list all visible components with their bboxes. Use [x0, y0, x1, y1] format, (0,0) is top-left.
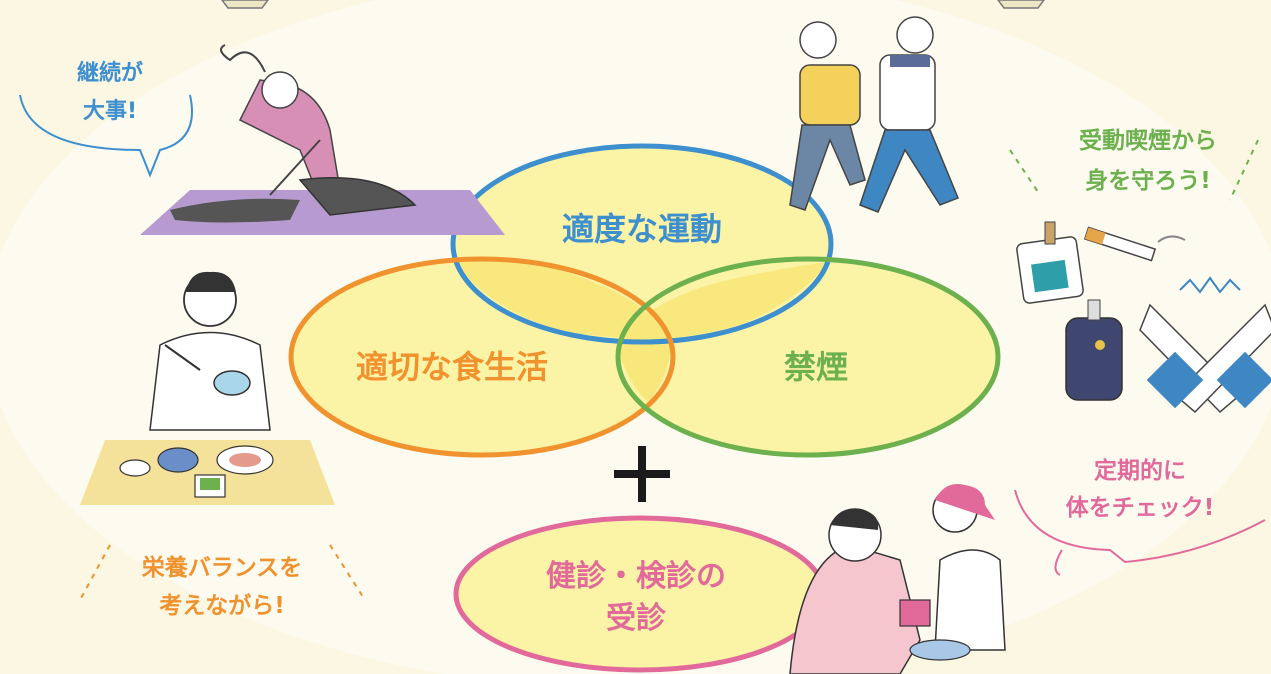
smoking-label: 禁煙 [784, 348, 848, 386]
eating-man-icon [80, 271, 335, 505]
continuity-note-line1: 継続が [77, 60, 143, 86]
plus-sign [614, 446, 670, 502]
walking-seniors-icon [789, 16, 959, 213]
secondhand-note-line1: 受動喫煙から [1079, 127, 1217, 154]
speech-bubble-continuity [19, 94, 193, 178]
crossed-arms-icon [1139, 276, 1271, 414]
overlap-region [455, 258, 668, 338]
nutrition-note-line2: 考えながら! [159, 592, 285, 619]
speech-tail-regular-check [1054, 549, 1063, 576]
top-banner-left [221, 0, 269, 9]
checkup-ellipse [453, 515, 827, 673]
regular-check-note-line2: 体をチェック! [1066, 495, 1215, 521]
top-banner-right [997, 0, 1045, 9]
secondhand-note-line2: 身を守ろう! [1085, 167, 1211, 194]
diet-circle-outline [288, 256, 676, 458]
blood-pressure-check-icon [789, 484, 1006, 674]
nutrition-note-line1: 栄養バランスを [141, 554, 303, 581]
cigarette-icon [1083, 226, 1186, 262]
dash-left-secondhand [1009, 149, 1041, 196]
heated-tobacco-icon [1065, 299, 1123, 401]
dash-right-secondhand [1229, 139, 1259, 201]
overlap-region [618, 336, 672, 402]
smoking-circle-outline [615, 256, 1001, 458]
overlap-region [620, 262, 828, 341]
exercise-label: 適度な運動 [562, 210, 722, 248]
yoga-stretch-icon [140, 44, 505, 235]
dash-left-nutrition [79, 544, 111, 601]
cigarette-pack-icon [1016, 221, 1084, 304]
exercise-circle-outline [450, 143, 834, 345]
speech-bubble-regular-check [1014, 489, 1266, 564]
regular-check-note-line1: 定期的に [1094, 457, 1186, 484]
checkup-label-line1: 健診・検診の [546, 559, 726, 594]
checkup-label-line2: 受診 [606, 601, 667, 636]
continuity-note-line2: 大事! [83, 98, 137, 124]
diet-label: 適切な食生活 [356, 348, 548, 386]
